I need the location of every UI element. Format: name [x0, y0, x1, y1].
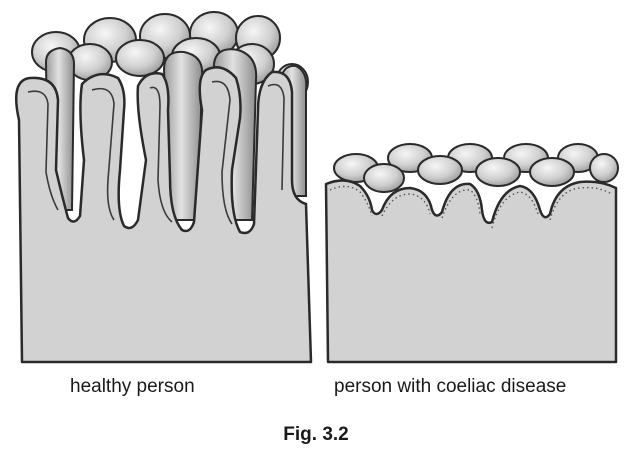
coeliac-back-villi	[333, 143, 619, 193]
figure-label: Fig. 3.2	[283, 424, 349, 445]
coeliac-intestine	[324, 143, 619, 364]
coeliac-epithelium-line	[329, 185, 613, 229]
healthy-tissue	[15, 66, 313, 364]
coeliac-tissue	[324, 179, 618, 364]
healthy-epithelium-lines	[27, 80, 285, 225]
healthy-person-label: healthy person	[70, 376, 195, 397]
healthy-intestine	[15, 11, 313, 364]
coeliac-person-label: person with coeliac disease	[334, 376, 567, 397]
intestine-diagram	[15, 11, 619, 364]
